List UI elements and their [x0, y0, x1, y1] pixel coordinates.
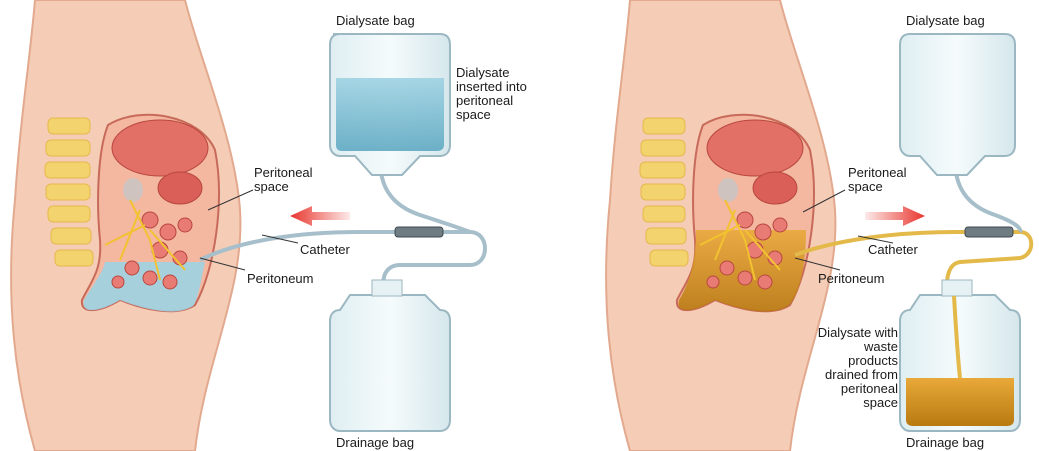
- flow-arrow-out: [865, 206, 925, 226]
- label-dialysate-drained: Dialysate with waste products drained fr…: [812, 326, 898, 410]
- stomach: [158, 172, 202, 204]
- kidney-right: [718, 178, 738, 202]
- label-dialysate-inserted: Dialysate inserted into peritoneal space: [456, 66, 536, 122]
- label-dialysate-bag-left: Dialysate bag: [336, 14, 415, 28]
- flow-arrow-in: [290, 206, 350, 226]
- catheter-connector: [395, 227, 443, 237]
- liver-right: [707, 120, 803, 176]
- drainage-bag-empty: [330, 280, 450, 431]
- left-panel: [11, 0, 485, 451]
- label-drainage-bag-right: Drainage bag: [906, 436, 984, 450]
- kidney: [123, 178, 143, 202]
- stomach-right: [753, 172, 797, 204]
- waste-dialysate-in-cavity: [678, 230, 806, 312]
- liver: [112, 120, 208, 176]
- catheter-connector-right: [965, 227, 1013, 237]
- label-catheter-right: Catheter: [868, 243, 918, 257]
- dialysate-bag-empty: [900, 34, 1015, 175]
- drainage-bag-filled: [900, 280, 1020, 431]
- label-peritoneum-left: Peritoneum: [247, 272, 313, 286]
- label-peritoneal-space-right: Peritoneal space: [848, 166, 918, 194]
- label-catheter-left: Catheter: [300, 243, 350, 257]
- label-peritoneal-space-left: Peritoneal space: [254, 166, 324, 194]
- label-dialysate-bag-right: Dialysate bag: [906, 14, 985, 28]
- dialysate-bag-full: [330, 34, 450, 175]
- label-drainage-bag-left: Drainage bag: [336, 436, 414, 450]
- label-peritoneum-right: Peritoneum: [818, 272, 884, 286]
